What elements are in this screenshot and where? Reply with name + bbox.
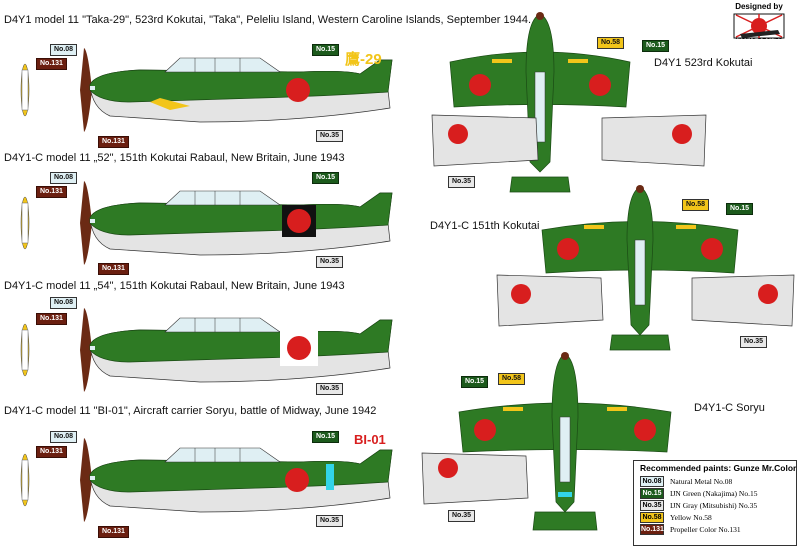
tag-no08: No.08: [50, 297, 78, 309]
tag-no08: No.08: [50, 431, 78, 443]
tag-no58: No.58: [498, 373, 526, 385]
underside-wing-left-2-drawing: [496, 274, 604, 327]
legend-swatch: No.35: [640, 499, 664, 511]
side-profile-4: BI-01: [0, 420, 400, 540]
underside-wing-left-1: [430, 110, 540, 170]
underside-wing-right-2: [690, 270, 800, 330]
underside-wing-left-3-drawing: [421, 452, 529, 505]
profile-caption-1: D4Y1 model 11 "Taka-29", 523rd Kokutai, …: [4, 14, 532, 26]
tag-no131: No.131: [98, 136, 129, 148]
profile-caption-3: D4Y1-C model 11 „54", 151th Kokutai Raba…: [4, 280, 345, 292]
legend-swatch: No.131: [640, 523, 664, 535]
tag-no131: No.131: [36, 313, 67, 325]
legend-row: No.58 Yellow No.58: [640, 511, 796, 523]
underside-wing-left-3: [420, 448, 530, 508]
paint-legend: Recommended paints: Gunze Mr.Color No.08…: [633, 460, 797, 546]
side-profile-1-drawing: [20, 48, 393, 132]
underside-wing-right-1-drawing: [601, 114, 707, 167]
legend-title: Recommended paints: Gunze Mr.Color: [640, 463, 797, 473]
tag-no15: No.15: [312, 44, 340, 56]
designer-logo: Designed by RISING DECALS: [720, 2, 798, 52]
tag-no131: No.131: [36, 446, 67, 458]
tag-no35: No.35: [316, 256, 344, 268]
tag-no08: No.08: [50, 172, 78, 184]
plan-title-2: D4Y1-C 151th Kokutai: [430, 220, 540, 232]
tag-no35: No.35: [316, 515, 344, 527]
tag-no15: No.15: [312, 431, 340, 443]
tag-no131: No.131: [36, 186, 67, 198]
rising-sun-logo-icon: [733, 13, 785, 39]
tag-no15: No.15: [461, 376, 489, 388]
plan-view-1-drawing: [449, 12, 631, 193]
plan-title-3: D4Y1-C Soryu: [694, 402, 765, 414]
tail-code-3: 54: [350, 302, 368, 319]
plan-view-3-drawing: [458, 352, 672, 531]
tag-no35: No.35: [448, 176, 476, 188]
legend-swatch: No.08: [640, 475, 664, 487]
legend-swatch: No.15: [640, 487, 664, 499]
legend-row: No.35 IJN Gray (Mitsubishi) No.35: [640, 499, 796, 511]
tail-code-4: BI-01: [354, 432, 386, 447]
tag-no131: No.131: [98, 263, 129, 275]
side-profile-4-drawing: [20, 438, 393, 522]
legend-swatch: No.58: [640, 511, 664, 523]
profile-caption-4: D4Y1-C model 11 "BI-01", Aircraft carrie…: [4, 405, 377, 417]
side-profile-3: 54: [0, 290, 400, 410]
tag-no35: No.35: [316, 383, 344, 395]
side-profile-3-drawing: [20, 308, 393, 392]
legend-label: IJN Green (Nakajima) No.15: [670, 488, 758, 498]
tail-code-2: 52: [350, 177, 368, 194]
plan-view-1: [440, 12, 640, 202]
legend-label: Natural Metal No.08: [670, 476, 733, 486]
tag-no15: No.15: [726, 203, 754, 215]
tag-no15: No.15: [642, 40, 670, 52]
tag-no131: No.131: [98, 526, 129, 538]
underside-wing-right-1: [600, 110, 710, 170]
legend-label: Propeller Color No.131: [670, 524, 741, 534]
side-profile-1: 鷹-29: [0, 30, 400, 150]
plan-view-2-drawing: [541, 185, 739, 351]
side-profile-2: 52: [0, 163, 400, 283]
legend-row: No.15 IJN Green (Nakajima) No.15: [640, 487, 796, 499]
legend-row: No.131 Propeller Color No.131: [640, 523, 796, 535]
tag-no131: No.131: [36, 58, 67, 70]
profile-caption-2: D4Y1-C model 11 „52", 151th Kokutai Raba…: [4, 152, 345, 164]
designed-by-label: Designed by: [735, 2, 783, 11]
tag-no15: No.15: [312, 172, 340, 184]
legend-label: Yellow No.58: [670, 512, 712, 522]
tail-code-1: 鷹-29: [345, 51, 382, 68]
tag-no35: No.35: [316, 130, 344, 142]
tag-no58: No.58: [597, 37, 625, 49]
tag-no08: No.08: [50, 44, 78, 56]
plan-view-3: [455, 352, 675, 542]
underside-wing-left-2: [495, 270, 605, 330]
tag-no35: No.35: [740, 336, 768, 348]
tag-no58: No.58: [682, 199, 710, 211]
plan-view-2: [540, 185, 740, 355]
underside-wing-right-2-drawing: [691, 274, 795, 327]
side-profile-2-drawing: [20, 181, 393, 265]
legend-row: No.08 Natural Metal No.08: [640, 475, 796, 487]
plan-title-1: D4Y1 523rd Kokutai: [654, 57, 753, 69]
tag-no35: No.35: [448, 510, 476, 522]
underside-wing-left-1-drawing: [431, 114, 539, 167]
legend-label: IJN Gray (Mitsubishi) No.35: [670, 500, 758, 510]
